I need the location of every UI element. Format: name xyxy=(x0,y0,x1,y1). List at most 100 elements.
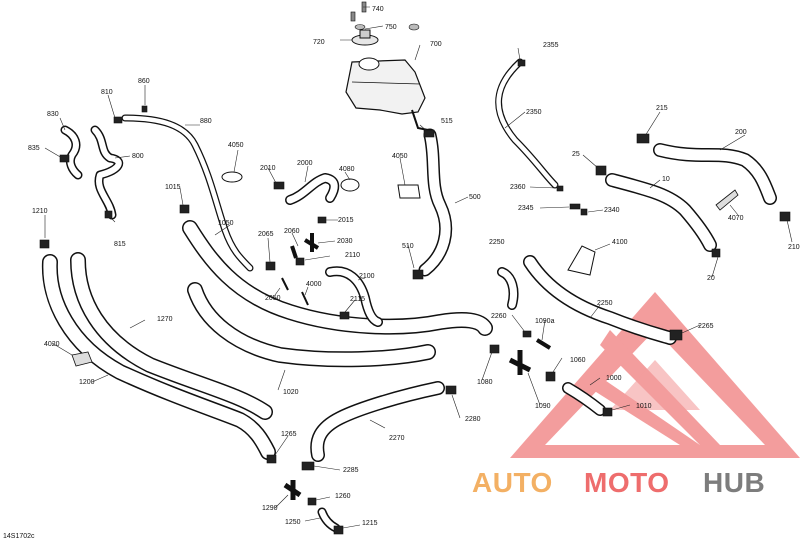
screw-740 xyxy=(350,1,367,22)
clamp-2260 xyxy=(522,330,532,338)
part-label-2265: 2265 xyxy=(698,323,714,330)
part-label-2010: 2010 xyxy=(260,165,276,172)
hose-1270 xyxy=(70,252,273,420)
clamp-1215 xyxy=(333,525,344,535)
part-label-2355: 2355 xyxy=(543,42,559,49)
guard-4100 xyxy=(567,245,596,276)
clip-20 xyxy=(711,248,721,258)
part-label-200: 200 xyxy=(735,129,747,136)
part-label-2015: 2015 xyxy=(338,217,354,224)
clamp-2110 xyxy=(295,257,305,266)
part-label-1015: 1015 xyxy=(165,184,181,191)
part-label-2260: 2260 xyxy=(491,313,507,320)
clamp-2010 xyxy=(273,181,285,190)
watermark-text: AUTO MOTO HUB xyxy=(472,467,765,498)
part-label-2340: 2340 xyxy=(604,207,620,214)
part-label-1090a: 1090a xyxy=(535,318,555,325)
part-label-210: 210 xyxy=(788,244,800,251)
part-label-1080: 1080 xyxy=(477,379,493,386)
part-label-10: 10 xyxy=(662,176,670,183)
part-label-800: 800 xyxy=(132,153,144,160)
part-label-515: 515 xyxy=(441,118,453,125)
part-label-1260: 1260 xyxy=(335,493,351,500)
part-label-2050: 2050 xyxy=(265,295,281,302)
clamp-810 xyxy=(113,116,123,124)
part-label-215: 215 xyxy=(656,105,668,112)
watermark-hub: HUB xyxy=(703,467,765,498)
part-label-4050b: 4050 xyxy=(392,153,408,160)
part-label-2000: 2000 xyxy=(297,160,313,167)
part-label-2250: 2250 xyxy=(489,239,505,246)
part-label-2350: 2350 xyxy=(526,109,542,116)
part-label-830: 830 xyxy=(47,111,59,118)
part-label-1265: 1265 xyxy=(281,431,297,438)
washer-750 xyxy=(354,23,420,31)
part-label-4050a: 4050 xyxy=(228,142,244,149)
watermark-auto: AUTO xyxy=(472,467,553,498)
part-label-1210: 1210 xyxy=(32,208,48,215)
part-label-20: 20 xyxy=(707,275,715,282)
part-label-1020: 1020 xyxy=(283,389,299,396)
leader-lines xyxy=(44,6,793,529)
clamp-2065 xyxy=(265,261,276,271)
coolant-tank-700 xyxy=(345,57,429,131)
fitting-2340 xyxy=(580,208,588,216)
part-label-25: 25 xyxy=(572,151,580,158)
t-fitting-1290 xyxy=(283,480,302,500)
fitting-2345 xyxy=(569,203,581,210)
hose-830 xyxy=(60,125,83,180)
hose-1250 xyxy=(317,507,341,533)
clamp-215 xyxy=(636,133,650,144)
part-label-1215: 1215 xyxy=(362,520,378,527)
part-label-810: 810 xyxy=(101,89,113,96)
part-label-1250: 1250 xyxy=(285,519,301,526)
part-label-860: 860 xyxy=(138,78,150,85)
part-label-1000: 1000 xyxy=(606,375,622,382)
watermark-logo xyxy=(510,292,800,458)
clamp-1080 xyxy=(489,344,500,354)
part-label-750: 750 xyxy=(385,24,397,31)
part-label-2065: 2065 xyxy=(258,231,274,238)
part-label-2345: 2345 xyxy=(518,205,534,212)
clamp-25 xyxy=(595,165,607,176)
part-label-2285: 2285 xyxy=(343,467,359,474)
clamp-210 xyxy=(779,211,791,222)
t-fitting-1090 xyxy=(508,350,532,375)
part-label-2280: 2280 xyxy=(465,416,481,423)
tie-2050 xyxy=(281,277,289,291)
gasket-4050-right xyxy=(397,184,421,199)
tank-cap-720 xyxy=(351,29,379,46)
gasket-4050-left xyxy=(221,171,243,183)
clamp-1015 xyxy=(179,204,190,214)
diagram-reference-code: 14S1702c xyxy=(3,533,35,540)
clamp-815 xyxy=(104,210,113,219)
part-label-4080: 4080 xyxy=(339,166,355,173)
part-label-1200: 1200 xyxy=(79,379,95,386)
part-label-1290: 1290 xyxy=(262,505,278,512)
clamps xyxy=(39,59,791,535)
hose-2000 xyxy=(285,173,340,205)
hose-2350 xyxy=(495,58,559,189)
part-label-500: 500 xyxy=(469,194,481,201)
part-label-700: 700 xyxy=(430,41,442,48)
hose-880 xyxy=(121,114,254,272)
part-label-2100: 2100 xyxy=(359,273,375,280)
strap-4070 xyxy=(715,189,739,211)
clamp-1010 xyxy=(602,407,613,417)
clip-860 xyxy=(141,105,148,113)
part-label-2030: 2030 xyxy=(337,238,353,245)
hose-500 xyxy=(418,128,453,277)
part-label-2270: 2270 xyxy=(389,435,405,442)
bracket-4020 xyxy=(71,351,93,367)
part-label-1270: 1270 xyxy=(157,316,173,323)
connector-1090a xyxy=(535,338,552,350)
part-label-4100: 4100 xyxy=(612,239,628,246)
hose-800 xyxy=(90,125,124,220)
hose-1020 xyxy=(187,282,436,368)
clamp-1060 xyxy=(545,371,556,382)
clamp-2265 xyxy=(669,329,683,341)
hose-1200 xyxy=(41,254,276,460)
